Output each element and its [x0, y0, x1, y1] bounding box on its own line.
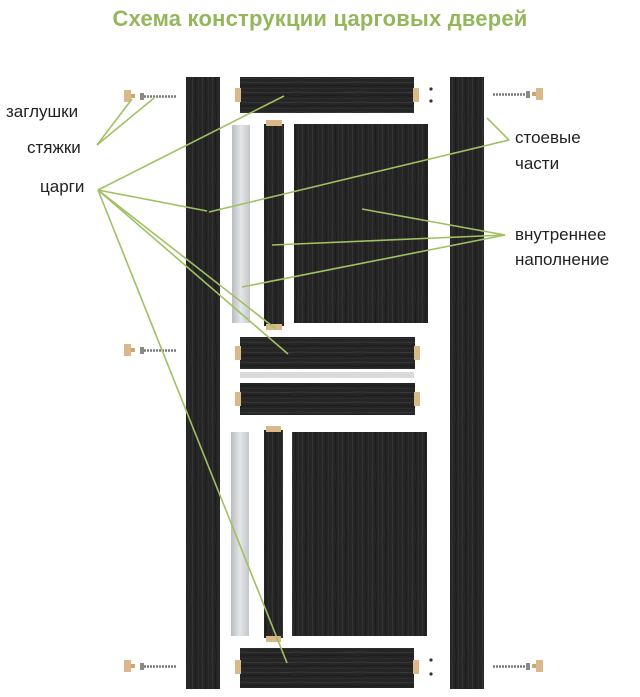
bottom-rail — [235, 648, 433, 688]
screw-plug-left-middle — [124, 344, 177, 356]
upper-glass-strip — [232, 125, 250, 323]
screw-plug-left-bottom — [124, 660, 177, 672]
label-stiles-line2: части — [515, 154, 560, 173]
label-rails: царги — [40, 177, 85, 196]
label-infill-line2: наполнение — [515, 250, 610, 269]
label-infill-line1: внутреннее — [515, 225, 607, 244]
label-stiles-line1: стоевые — [515, 128, 581, 147]
screw-plug-right-top — [493, 88, 543, 100]
right-stile — [450, 77, 484, 689]
middle-rail-lower — [235, 383, 420, 415]
screw-plug-left-top — [124, 90, 177, 102]
label-plugs: заглушки — [6, 102, 79, 121]
lower-panel — [292, 432, 427, 636]
middle-separator — [240, 372, 414, 378]
left-stile — [186, 77, 220, 689]
diagram-title: Схема конструкции царговых дверей — [112, 6, 528, 31]
top-rail — [235, 77, 433, 113]
label-ties: стяжки — [27, 138, 81, 157]
leader-lines — [96, 95, 510, 664]
lower-glass-strip — [231, 432, 249, 636]
screw-plug-right-bottom — [493, 660, 543, 672]
upper-panel — [294, 124, 428, 323]
middle-rail-upper — [235, 337, 420, 369]
lower-vertical-rail — [264, 426, 283, 642]
upper-vertical-rail — [264, 120, 284, 330]
